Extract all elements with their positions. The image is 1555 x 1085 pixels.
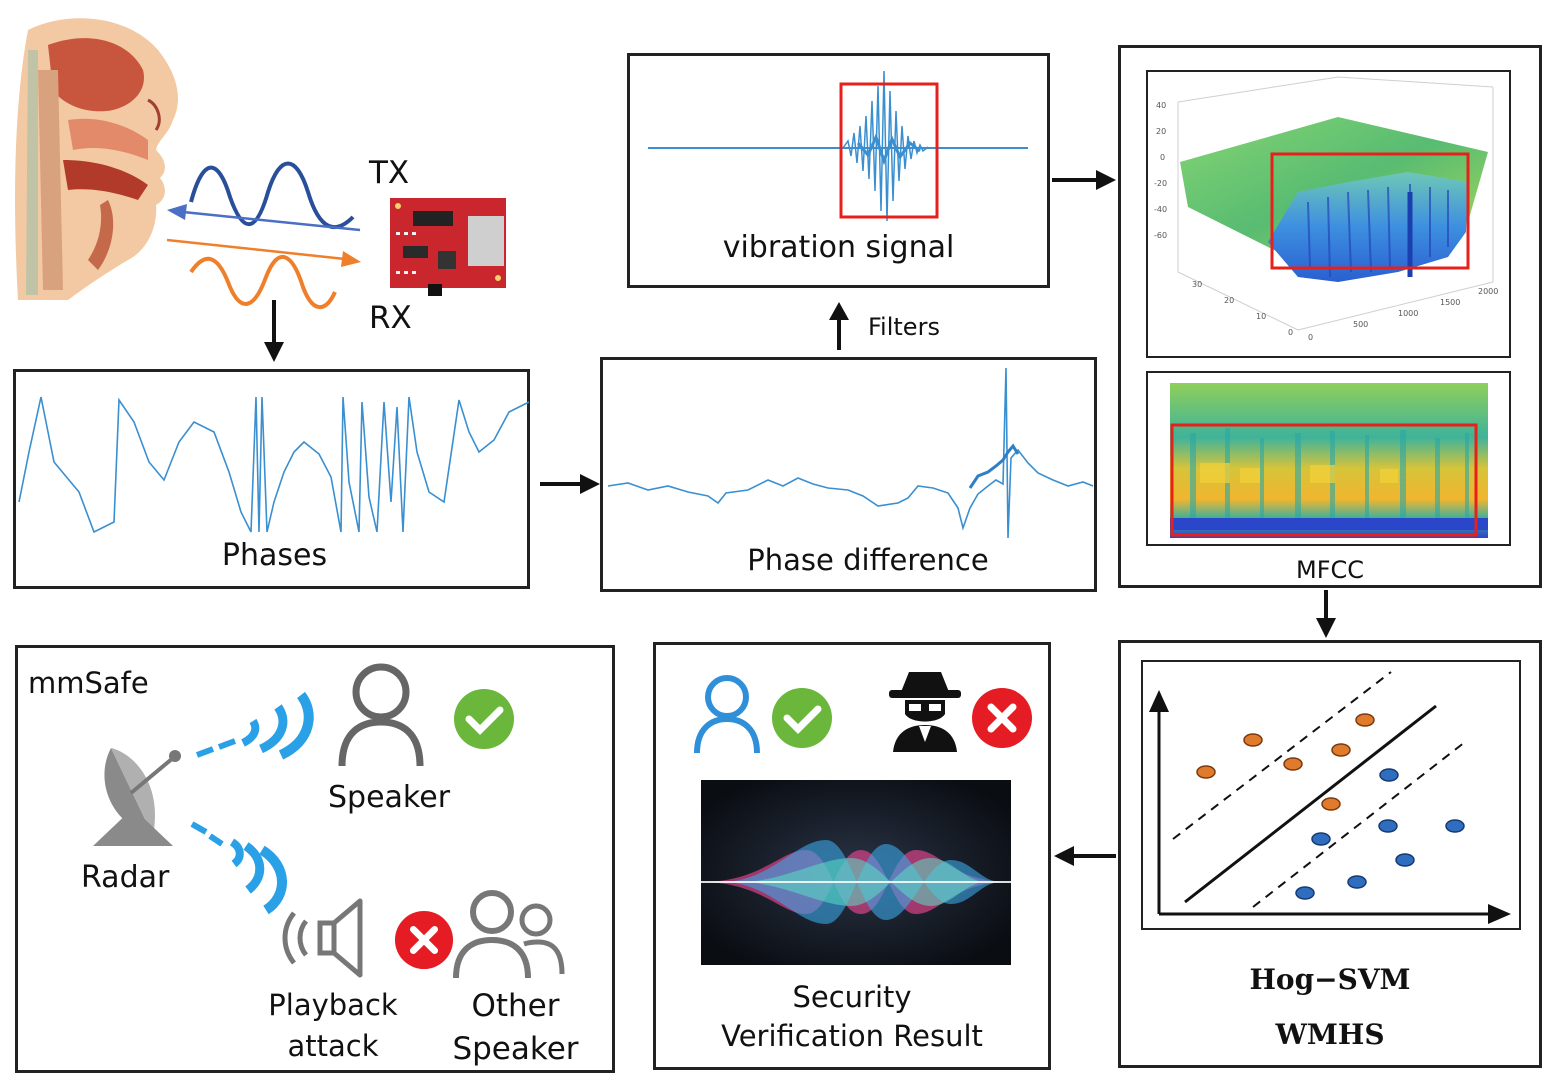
svm-blue-points [1295,768,1465,900]
phase-difference-label: Phase difference [747,543,989,577]
other-speaker-label-line2: Speaker [452,1031,579,1067]
cross-icon-spy [972,688,1032,748]
spectrogram-graphic [1170,383,1488,538]
spy-icon [889,672,961,752]
radar-dish-icon [93,748,181,846]
hog-svm-label: Hog−SVM [1249,963,1411,996]
arrow-vibration-to-mfcc [1052,170,1116,190]
check-icon-user [772,688,832,748]
arrow-mfcc-to-svm [1316,590,1336,638]
vibration-signal-panel: vibration signal [627,53,1050,288]
tx-arrow [167,204,361,232]
rx-arrow [166,238,361,267]
other-speakers-icon [453,890,565,979]
surface-ztick-2: 0 [1160,153,1165,162]
vibration-signal-waveform [648,70,1028,222]
mmsafe-label: mmSafe [28,666,149,700]
playback-label-line2: attack [287,1029,379,1063]
other-speaker-label-line1: Other [471,988,560,1024]
mmsafe-panel: mmSafe Radar Speaker [15,645,615,1073]
surface-ytick-3: 0 [1288,328,1293,337]
phases-panel: Phases [13,369,530,589]
surface-ztick-5: -60 [1154,231,1167,240]
loudspeaker-icon [282,898,363,978]
mfcc-spectrogram [1146,371,1511,546]
tx-label: TX [369,155,410,191]
check-icon-speaker [454,689,514,749]
rx-wave [189,255,337,310]
speaker-label: Speaker [328,780,451,815]
voice-wave-image [701,780,1011,965]
svm-plot-graphic [1149,671,1511,924]
phases-signal [18,396,530,534]
playback-label-line1: Playback [268,988,398,1022]
surface-ztick-0: 40 [1156,101,1166,110]
surface-ztick-4: -40 [1154,205,1167,214]
svm-orange-points [1196,713,1375,811]
user-icon [694,675,760,754]
arrow-phases-to-phasediff [540,474,600,494]
surface-ytick-1: 20 [1224,296,1234,305]
phase-difference-panel: Phase difference [600,357,1097,592]
surface-ytick-0: 30 [1192,280,1202,289]
surface-xtick-4: 2000 [1478,287,1498,296]
surface-xtick-0: 0 [1308,333,1313,342]
security-result-panel: Security Verification Result [653,642,1051,1070]
radar-wave-to-speaker [195,691,314,760]
surface-ztick-1: 20 [1156,127,1166,136]
surface-xtick-2: 1000 [1398,309,1418,318]
phase-difference-signal [607,367,1094,539]
surface-xtick-3: 1500 [1440,298,1460,307]
head-anatomy-illustration [15,18,179,300]
filters-label: Filters [868,313,940,341]
cross-icon-playback [394,910,454,970]
svm-plot [1141,660,1521,930]
radar-board-icon [390,198,506,296]
phases-label: Phases [221,538,328,573]
mfcc-label: MFCC [1295,556,1365,584]
vibration-highlight-box [839,82,939,219]
radar-label: Radar [81,860,170,895]
arrow-svm-to-result [1054,846,1116,866]
svm-panel: Hog−SVM WMHS [1118,640,1542,1068]
surface-highlight-box [1270,152,1470,270]
mfcc-surface-plot: 40 20 0 -20 -40 -60 30 20 10 0 0 500 100… [1146,70,1511,358]
vibration-signal-label: vibration signal [722,230,955,265]
radar-wave-to-playback [190,821,287,915]
security-label-line2: Verification Result [721,1019,983,1053]
surface-xtick-1: 500 [1353,320,1368,329]
surface-ytick-2: 10 [1256,312,1266,321]
arrow-down-to-phases [264,300,284,362]
tx-wave [189,161,355,230]
rx-label: RX [369,300,412,336]
wmhs-label: WMHS [1275,1018,1385,1051]
surface-plot-graphic: 40 20 0 -20 -40 -60 30 20 10 0 0 500 100… [1154,76,1498,342]
surface-ztick-3: -20 [1154,179,1167,188]
spectrogram-highlight-box [1170,423,1478,537]
arrow-up-filters [829,302,849,350]
security-label-line1: Security [792,980,912,1014]
mfcc-panel: 40 20 0 -20 -40 -60 30 20 10 0 0 500 100… [1118,45,1542,588]
speaker-person-icon [338,663,424,767]
